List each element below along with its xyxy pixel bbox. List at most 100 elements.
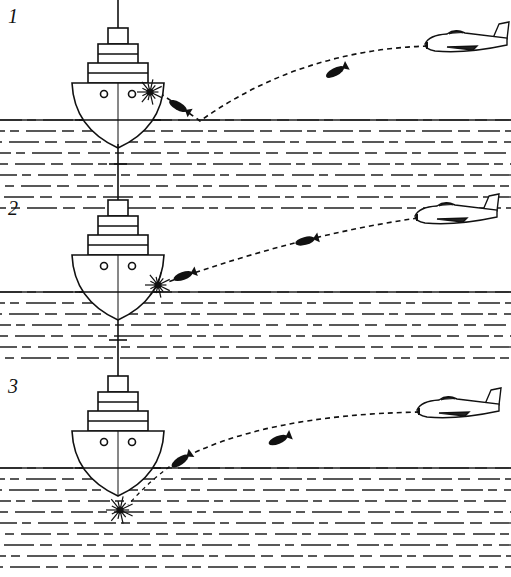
wave-line: [0, 467, 511, 468]
mast: [117, 0, 119, 30]
hawse: [101, 263, 108, 270]
bridge-top: [108, 376, 128, 392]
rail: [98, 225, 138, 227]
propeller: [416, 214, 418, 221]
burst-ray: [159, 288, 161, 298]
panel-number: 1: [8, 6, 18, 26]
rail: [88, 72, 148, 74]
burst-core: [155, 282, 161, 288]
wave-line: [0, 511, 511, 512]
burst-ray: [121, 496, 123, 507]
wave-line: [0, 533, 511, 534]
burst-ray: [123, 504, 133, 509]
stem: [118, 431, 119, 496]
burst-ray: [123, 509, 129, 510]
panel-number: 2: [8, 198, 18, 218]
bomb-fins: [182, 106, 192, 118]
sea: [0, 468, 511, 567]
burst-ray: [121, 513, 123, 524]
bridge-top: [108, 200, 128, 216]
bomb: [267, 430, 293, 448]
rail: [88, 420, 148, 422]
yard: [109, 163, 127, 165]
bridge: [98, 216, 138, 236]
burst-ray: [145, 284, 155, 285]
deckhouse: [88, 411, 148, 431]
trajectory: [158, 46, 428, 121]
bridge: [98, 392, 138, 412]
canopy: [439, 203, 453, 206]
hawse: [101, 439, 108, 446]
stem: [118, 255, 119, 320]
burst-ray: [152, 94, 155, 98]
burst-ray: [152, 85, 155, 89]
propeller: [426, 42, 428, 49]
horizon-line: [0, 467, 511, 469]
wave-line: [0, 335, 511, 336]
burst-ray: [150, 275, 156, 283]
burst-ray: [159, 272, 161, 282]
burst-ray: [111, 499, 118, 508]
burst-core: [147, 89, 153, 95]
burst-ray: [161, 279, 170, 283]
bomb-body: [267, 433, 289, 448]
canopy: [449, 31, 463, 34]
bomb-body: [294, 235, 315, 248]
bomb: [169, 449, 194, 471]
wing: [447, 46, 477, 50]
burst-ray: [137, 91, 147, 92]
wing: [437, 218, 467, 222]
burst-ray: [153, 93, 162, 97]
horizon-line: [0, 291, 511, 293]
burst-ray: [150, 281, 155, 283]
wave-line: [0, 313, 511, 314]
panel-number: 3: [8, 376, 18, 396]
bridge: [98, 44, 138, 64]
explosion: [106, 496, 133, 523]
wave-line: [0, 196, 511, 197]
wave-line: [0, 324, 511, 325]
burst-ray: [153, 86, 162, 90]
wave-line: [0, 489, 511, 490]
bomb-fins: [184, 449, 195, 461]
hawse: [101, 91, 108, 98]
wave-line: [0, 500, 511, 501]
ship: [72, 144, 164, 320]
burst-core: [117, 507, 123, 513]
bomb-fins: [284, 430, 293, 442]
trajectory: [168, 218, 418, 282]
wave-line: [0, 357, 511, 358]
burst-ray: [148, 84, 149, 89]
wave-line: [0, 185, 511, 186]
stem: [118, 83, 119, 148]
sea: [0, 292, 511, 358]
wave-line: [0, 555, 511, 556]
mast: [117, 320, 119, 378]
trajectory: [176, 412, 420, 462]
bomb: [167, 97, 193, 118]
burst-ray: [160, 278, 163, 282]
wave-line: [0, 566, 511, 567]
burst-ray: [150, 286, 155, 288]
wave-line: [0, 302, 511, 303]
horizon-line: [0, 119, 511, 121]
canopy: [441, 397, 455, 400]
ship: [72, 0, 164, 148]
waterline: [75, 291, 161, 292]
hull: [72, 83, 164, 148]
rail: [98, 53, 138, 55]
aircraft: [417, 388, 501, 418]
wave-line: [0, 119, 511, 120]
wing: [439, 412, 469, 416]
burst-ray: [161, 284, 166, 285]
burst-ray: [151, 95, 153, 105]
ship: [72, 320, 164, 496]
burst-ray: [122, 512, 126, 517]
propeller: [418, 408, 420, 415]
explosion: [145, 272, 170, 297]
wave-line: [0, 141, 511, 142]
waterline: [75, 119, 161, 120]
burst-ray: [106, 509, 117, 510]
